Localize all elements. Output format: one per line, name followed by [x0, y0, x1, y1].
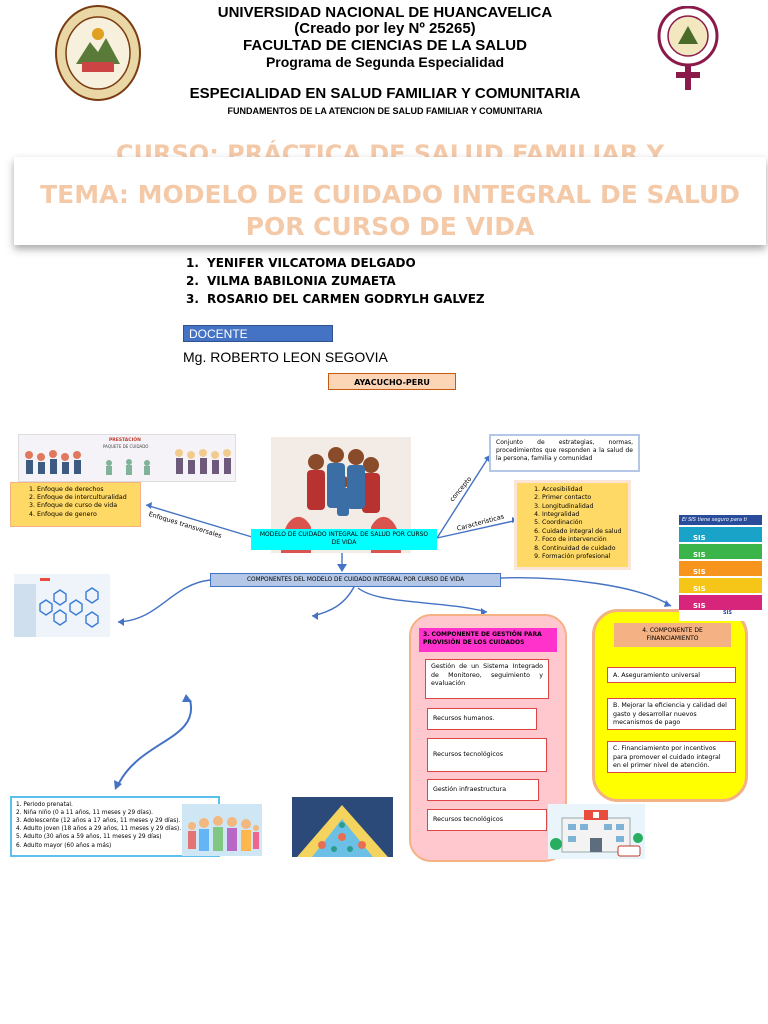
specialty-name: ESPECIALIDAD EN SALUD FAMILIAR Y COMUNIT… — [189, 85, 581, 102]
caracteristica-item: Coordinación — [542, 519, 625, 527]
component4-item: B. Mejorar la eficiencia y calidad del g… — [607, 698, 736, 730]
topic-line1: TEMA: MODELO DE CUIDADO INTEGRAL DE SALU… — [40, 180, 740, 209]
enfoques-box: Enfoque de derechos Enfoque de intercult… — [10, 482, 141, 527]
caracteristica-item: Accesibilidad — [542, 486, 625, 494]
component3-item: Recursos tecnológicos — [427, 738, 547, 772]
enfoque-item: Enfoque de interculturalidad — [37, 494, 136, 502]
university-logo-left — [54, 4, 142, 102]
component3-item: Recursos tecnológicos — [427, 809, 547, 831]
component3-item: Recursos humanos. — [427, 708, 537, 730]
caracteristica-item: Continuidad de cuidado — [542, 545, 625, 553]
prestacion-subtitle: PAQUETE DE CUIDADO — [103, 444, 149, 449]
life-stages-image — [182, 804, 262, 856]
component4-item: C. Financiamiento por incentivos para pr… — [607, 741, 736, 773]
central-model-title: MODELO DE CUIDADO INTEGRAL DE SALUD POR … — [251, 529, 437, 550]
curso-vida-item: 1. Periodo prenatal. — [16, 802, 73, 808]
course-subtitle: FUNDAMENTOS DE LA ATENCION DE SALUD FAMI… — [227, 106, 543, 116]
curso-vida-item: 3. Adolescente (12 años a 17 años, 11 me… — [16, 818, 181, 825]
location-badge: AYACUCHO-PERU — [328, 373, 456, 390]
sis-row: SIS — [679, 578, 762, 593]
componentes-title: COMPONENTES DEL MODELO DE CUIDADO INTEGR… — [210, 573, 501, 587]
sis-banner-title: El SIS tiene seguro para ti — [679, 515, 762, 525]
component4-title: 4. COMPONENTE DE FINANCIAMIENTO — [614, 623, 731, 647]
program-name: Programa de Segunda Especialidad — [265, 54, 505, 70]
component3-item: Gestión infraestructura — [427, 779, 539, 801]
sis-row: SIS — [679, 561, 762, 576]
caracteristica-item: Cuidado integral de salud — [542, 528, 625, 536]
topic-banner: TEMA: MODELO DE CUIDADO INTEGRAL DE SALU… — [14, 157, 766, 245]
student-3: 3.ROSARIO DEL CARMEN GODRYLH GALVEZ — [186, 292, 485, 306]
topic-line2: POR CURSO DE VIDA — [245, 212, 535, 241]
university-logo-right — [652, 5, 724, 92]
sis-row: SIS — [679, 527, 762, 542]
hospital-image — [548, 804, 645, 859]
caracteristica-item: Longitudinalidad — [542, 503, 625, 511]
caracteristicas-box: Accesibilidad Primer contacto Longitudin… — [514, 480, 631, 570]
sis-row: SIS — [679, 544, 762, 559]
curso-vida-item: 6. Adulto mayor (60 años a más) — [16, 842, 112, 849]
enfoque-item: Enfoque de curso de vida — [37, 502, 136, 510]
caracteristica-item: Primer contacto — [542, 494, 625, 502]
concepto-connector-label: concepto — [448, 475, 474, 504]
life-course-board-image — [292, 797, 393, 857]
caracteristicas-connector-label: Características — [456, 512, 505, 533]
concepto-box: Conjunto de estrategias, normas, procedi… — [489, 434, 640, 472]
sis-insurance-image: El SIS tiene seguro para ti SIS SIS SIS … — [679, 515, 762, 621]
component4-item: A. Aseguramiento universal — [607, 667, 736, 683]
sis-footer: SIS — [722, 610, 732, 616]
prestacion-title: PRESTACIÓN — [109, 438, 141, 443]
enfoque-item: Enfoque de derechos — [37, 486, 136, 494]
curso-vida-item: 4. Adulto joven (18 años a 29 años, 11 m… — [16, 826, 182, 833]
docente-label: DOCENTE — [183, 325, 333, 342]
student-2: 2.VILMA BABILONIA ZUMAETA — [186, 274, 396, 288]
prestacion-image: PRESTACIÓN PAQUETE DE CUIDADO — [18, 434, 236, 482]
curso-vida-item: 5. Adulto (30 años a 59 años, 11 meses y… — [16, 834, 162, 841]
creation-law: (Creado por ley Nº 25265) — [294, 20, 476, 37]
faculty-name: FACULTAD DE CIENCIAS DE LA SALUD — [243, 37, 527, 54]
caracteristica-item: Formación profesional — [542, 553, 625, 561]
caracteristica-item: Integralidad — [542, 511, 625, 519]
sis-row: SIS — [679, 595, 762, 610]
caracteristica-item: Foco de intervención — [542, 536, 625, 544]
curso-vida-item: 2. Niña niño (0 a 11 años, 11 meses y 29… — [16, 810, 153, 817]
health-tech-image — [14, 574, 110, 637]
component3-title: 3. COMPONENTE DE GESTIÓN PARA PROVISIÓN … — [419, 628, 557, 652]
component3-item: Gestión de un Sistema Integrado de Monit… — [425, 659, 549, 699]
students-list: 1.YENIFER VILCATOMA DELGADO 2.VILMA BABI… — [186, 254, 485, 308]
enfoque-item: Enfoque de genero — [37, 511, 136, 519]
university-name: UNIVERSIDAD NACIONAL DE HUANCAVELICA — [217, 4, 553, 21]
enfoques-connector-label: Enfoques transversales — [147, 510, 223, 540]
student-1: 1.YENIFER VILCATOMA DELGADO — [186, 256, 416, 270]
docente-name: Mg. ROBERTO LEON SEGOVIA — [183, 349, 388, 365]
